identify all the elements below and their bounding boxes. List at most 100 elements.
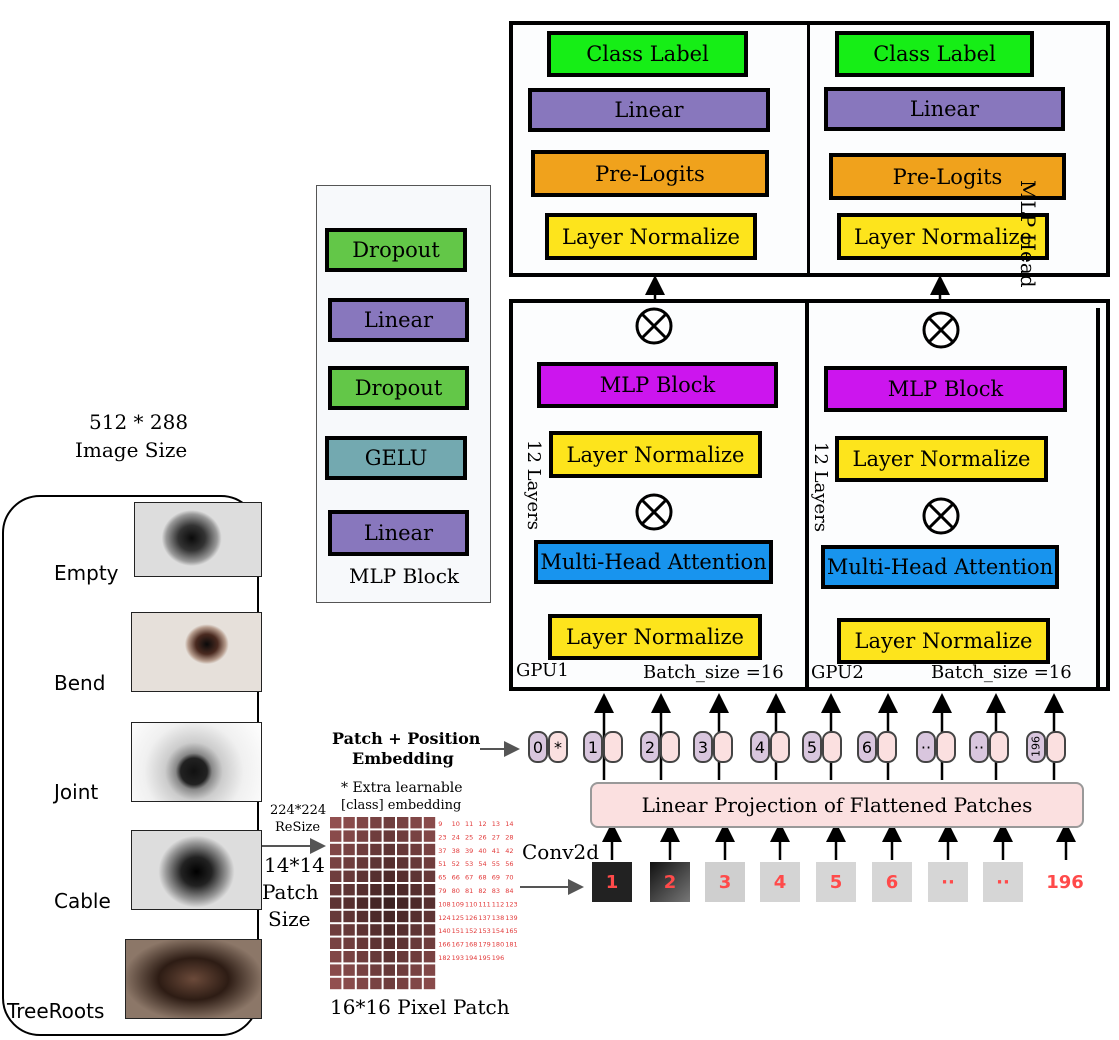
grid-cell [490,884,503,896]
position-embedding-token: 0 [528,731,548,763]
grid-number: 42 [505,847,513,855]
grid-cell [450,857,462,869]
embedding-title-line1: Patch + Position [332,729,481,748]
gpu2-label: GPU2 [811,662,864,683]
grid-cell [397,857,409,869]
grid-cell [410,897,422,909]
linear-projection-box: Linear Projection of Flattened Patches [590,782,1084,828]
gpu2-side-bar [1096,308,1100,688]
grid-number: 55 [492,860,500,868]
mlp-detail-dropout-top: Dropout [325,228,467,272]
grid-number: 56 [505,860,513,868]
grid-number: 69 [492,874,500,882]
grid-number: 109 [452,900,464,908]
grid-number: 166 [438,941,450,949]
grid-number: 123 [505,900,517,908]
grid-cell [383,830,395,842]
grid-cell [397,897,409,909]
grid-number: 195 [478,954,490,962]
grid-cell [437,977,449,990]
gpu1-class-label-box: Class Label [547,31,748,77]
grid-cell [437,897,449,909]
grid-number: 66 [452,874,460,882]
patch-size-unit: Size [268,907,311,931]
grid-number: 140 [438,927,450,935]
grid-cell [450,830,462,842]
grid-cell [464,910,476,923]
grid-cell [397,830,409,842]
grid-cell [343,991,355,1003]
grid-number: 110 [465,900,477,908]
grid-cell [490,924,503,936]
grid-cell [490,830,503,842]
grid-number: 193 [452,954,464,962]
grid-cell [423,951,436,963]
grid-number: 70 [505,874,513,882]
grid-number: 28 [505,833,513,841]
grid-cell [477,924,489,936]
grid-number: 39 [465,847,473,855]
grid-cell [437,964,449,976]
linear-projection-label: Linear Projection of Flattened Patches [641,793,1033,817]
grid-number: 138 [492,914,504,922]
resize-size: 224*224 [270,803,327,818]
grid-cell [423,817,436,829]
gpu2-layers-label: 12 Layers [810,442,831,532]
grid-cell [423,977,436,990]
grid-cell [397,977,409,990]
grid-number: 167 [452,941,464,949]
grid-cell [410,937,422,949]
grid-number: 194 [465,954,477,962]
patch-embedding-token [822,731,842,763]
mlp-detail-linear-top: Linear [328,298,469,342]
grid-cell [437,817,449,829]
grid-number: 179 [478,941,490,949]
grid-cell [356,884,369,896]
class-label-bend: Bend [54,671,106,695]
grid-cell [504,964,516,976]
grid-cell [450,937,462,949]
grid-cell [410,977,422,990]
grid-cell [343,843,355,856]
position-embedding-token: 3 [693,731,713,763]
image-size-value: 512 * 288 [89,410,189,434]
grid-cell [504,870,516,882]
grid-cell [410,964,422,976]
grid-cell [343,964,355,976]
grid-number: 111 [478,900,490,908]
grid-cell [504,830,516,842]
gpu1-residual-add-bottom [634,492,674,532]
grid-cell [397,910,409,923]
image-patch: 5 [816,862,856,902]
grid-number: 41 [492,847,500,855]
grid-cell [356,977,369,990]
gpu1-multi-head-attention-box: Multi-Head Attention [534,540,773,584]
gpu1-batch-label: Batch_size =16 [643,662,784,683]
mlp-head-title: MLP Head [1016,180,1040,288]
grid-number: 13 [492,820,500,828]
grid-cell [490,857,503,869]
image-patch: 3 [705,862,745,902]
image-size-caption: Image Size [75,438,188,462]
grid-number: 165 [505,927,517,935]
grid-number: 67 [465,874,473,882]
grid-cell [464,884,476,896]
patch-embedding-token [660,731,680,763]
gpu1-pre-logits-box: Pre-Logits [531,150,769,197]
grid-cell [450,991,462,1003]
grid-cell [464,870,476,882]
grid-number: 14 [505,820,513,828]
grid-cell [490,951,503,963]
grid-cell [437,857,449,869]
gpu1-linear-box: Linear [528,88,770,132]
grid-number: 24 [452,833,460,841]
grid-cell [330,951,342,963]
grid-cell [450,964,462,976]
grid-cell [383,870,395,882]
grid-number: 124 [438,914,450,922]
grid-cell [464,977,476,990]
grid-cell [397,964,409,976]
grid-cell [410,910,422,923]
grid-cell [383,843,395,856]
